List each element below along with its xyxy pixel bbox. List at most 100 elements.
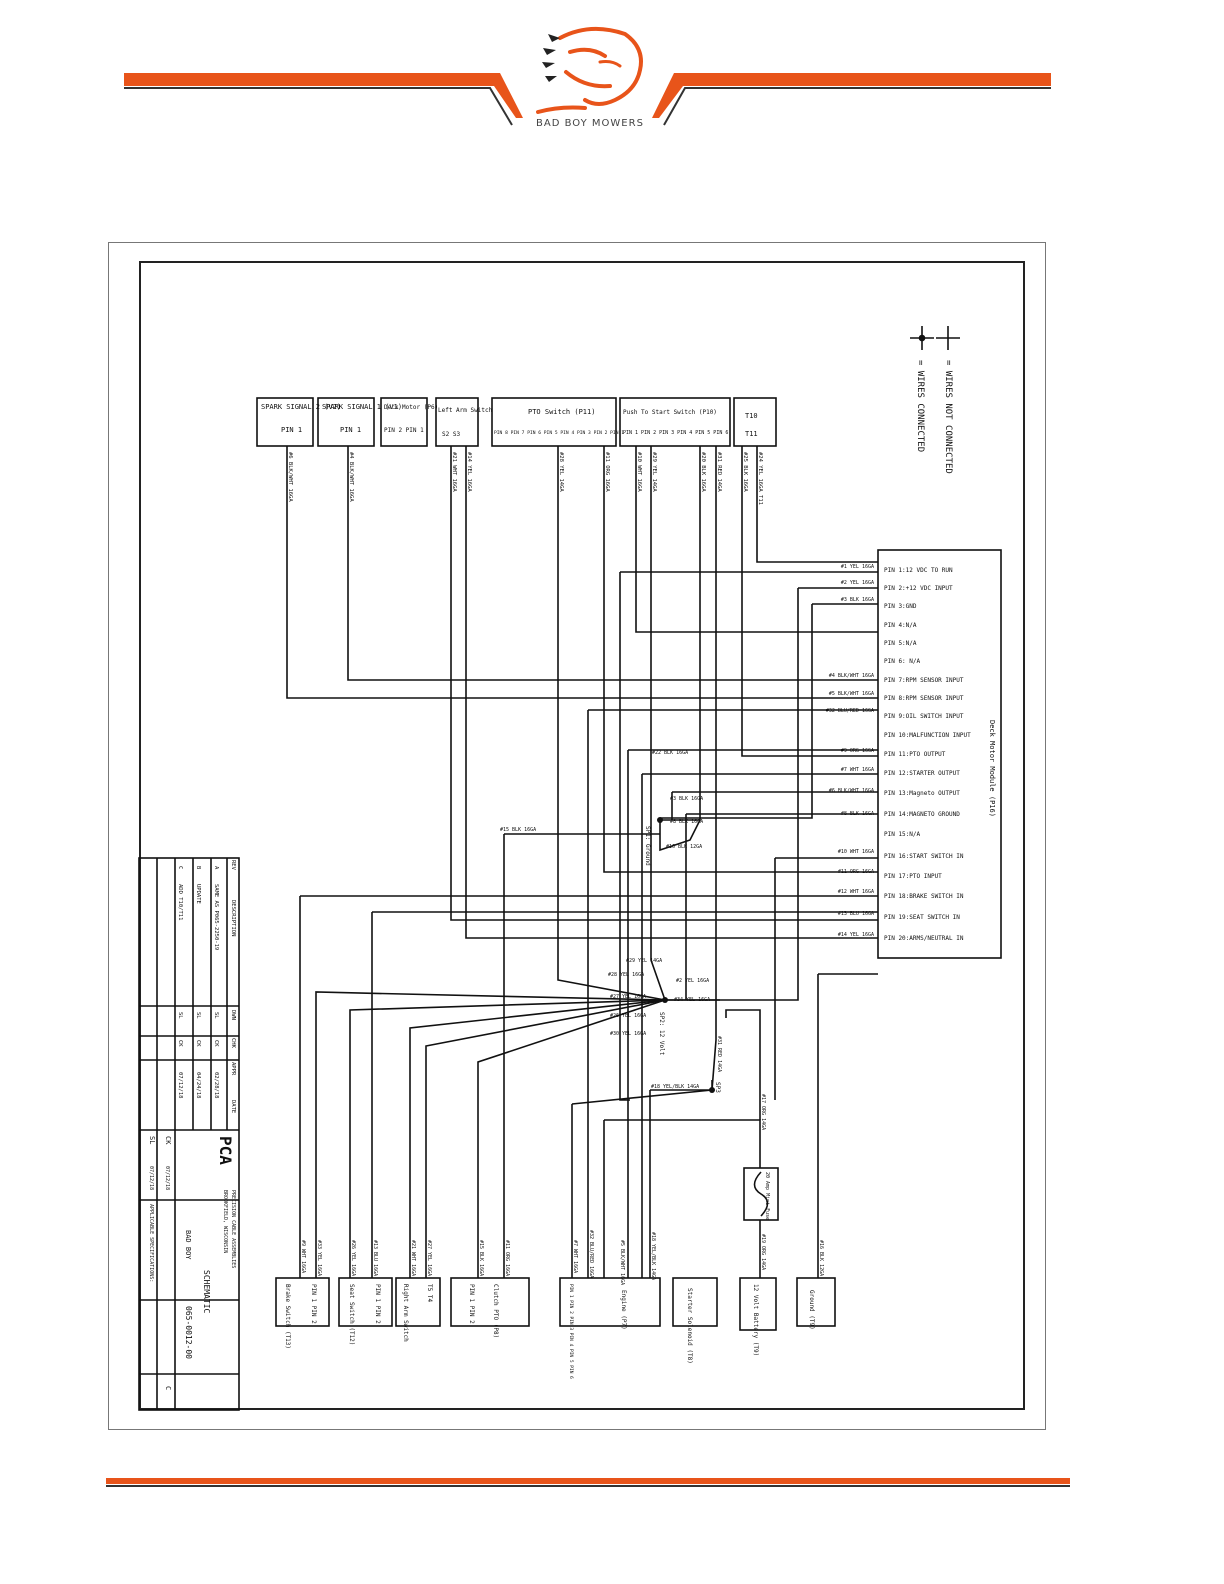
connector-battery <box>739 1277 777 1331</box>
wire-label: #16 BLK 12GA <box>818 1240 824 1276</box>
wire-label: #3 BLK 16GA <box>670 796 703 802</box>
connector-v2-pins: PIN 1 <box>281 426 302 434</box>
module-pin-list: PIN 1:12 VDC TO RUN PIN 2:+12 VDC INPUT … <box>884 567 971 942</box>
wire-label: #16 BLK 12GA <box>666 844 702 850</box>
rev-cell: A <box>213 866 219 870</box>
wire-label: #8 BLK 16GA <box>841 811 874 817</box>
wire-label: #20 BLK 16GA <box>700 452 706 492</box>
connector-right-arm-pins: T5 T4 <box>426 1284 433 1302</box>
module-title: Deck Motor Module (P16) <box>988 720 996 817</box>
connector-p10-pins: PIN 1 PIN 2 PIN 3 PIN 4 PIN 5 PIN 6 <box>623 430 728 436</box>
bottom-wire-labels: #9 WHT 16GA #33 YEL 16GA #26 YEL 16GA #1… <box>300 1230 824 1285</box>
wire-label: #21 WHT 16GA <box>451 452 457 492</box>
rev-header: CHK <box>230 1038 236 1049</box>
rev-cell: 07/12/18 <box>177 1072 183 1099</box>
connector-left-arm <box>435 397 479 447</box>
wire-label: #2 YEL 16GA <box>676 978 709 984</box>
rev-cell: B <box>195 866 201 870</box>
wire-label: #29 YEL 14GA <box>626 958 662 964</box>
header-bar-right <box>652 73 1051 118</box>
rev-cell: C <box>177 866 183 869</box>
wire-label: #32 BLU/RED 16GA <box>588 1230 594 1278</box>
wire-label: #26 YEL 16GA <box>610 1013 646 1019</box>
connector-p7 <box>559 1277 661 1327</box>
rev-header: APPR <box>230 1062 236 1076</box>
connector-p8-title: Clutch PTO (P8) <box>492 1284 499 1338</box>
module-pin: PIN 18:BRAKE SWITCH IN <box>884 893 964 900</box>
module-pin: PIN 9:OIL SWITCH INPUT <box>884 713 964 720</box>
applicable-specifications: APPLICABLE SPECIFICATIONS: <box>148 1204 154 1282</box>
module-pin: PIN 5:N/A <box>884 640 917 647</box>
connector-t12 <box>338 1277 393 1327</box>
wire-label: #15 BLK 16GA <box>478 1240 484 1276</box>
rev-cell: 04/24/18 <box>195 1072 201 1099</box>
connector-p11 <box>491 397 617 447</box>
connector-t13-title: Brake Switch (T13) <box>284 1284 291 1349</box>
rev-cell: SL <box>195 1012 201 1019</box>
wire-label: #10 WHT 16GA <box>636 452 642 492</box>
module-pin: PIN 2:+12 VDC INPUT <box>884 585 953 592</box>
title-block-frame <box>138 857 240 1411</box>
wire-label: #17 ORG 14GA <box>760 1094 766 1130</box>
rev-header: DATE <box>230 1100 236 1113</box>
module-pin: PIN 17:PTO INPUT <box>884 873 942 880</box>
module-pin: PIN 12:STARTER OUTPUT <box>884 770 960 777</box>
wire-label: #26 YEL 16GA <box>350 1240 356 1276</box>
brand-name: BAD BOY MOWERS <box>536 118 644 129</box>
wire-label: #33 YEL 16GA <box>316 1240 322 1276</box>
wire-label: #25 BLK 16GA <box>742 452 748 492</box>
wire-label: #3 BLK 16GA <box>841 597 874 603</box>
revision-table: REV DESCRIPTION DWN CHK APPR DATE A SAME… <box>177 860 236 1113</box>
wire-label: #12 WHT 16GA <box>838 889 874 895</box>
module-pin: PIN 14:MAGNETO GROUND <box>884 811 960 818</box>
wire-label: #27 YEL 16GA <box>610 994 646 1000</box>
connector-ground <box>796 1277 836 1327</box>
header-bar-left <box>124 73 523 118</box>
rev-cell: SAME AS P065-2250-19 <box>213 884 219 950</box>
connector-p11-title: PTO Switch (P11) <box>528 408 595 416</box>
wire-label: #21 WHT 16GA <box>410 1240 416 1276</box>
legend-not-connected-label: = WIRES NOT CONNECTED <box>943 360 953 474</box>
module-pin: PIN 1:12 VDC TO RUN <box>884 567 953 574</box>
module-pin: PIN 6: N/A <box>884 658 921 665</box>
wire-label: #7 WHT 16GA <box>841 767 874 773</box>
customer-name: BAD BOY <box>184 1230 192 1260</box>
module-wire-labels: #1 YEL 16GA #2 YEL 16GA #3 BLK 16GA #4 B… <box>826 564 874 938</box>
connector-p6-pins: PIN 2 PIN 1 <box>384 427 424 434</box>
part-number: 065-0012-00 <box>184 1306 193 1359</box>
wire-label: #34 YEL 16GA <box>674 997 710 1003</box>
drawing-title: SCHEMATIC <box>202 1270 211 1314</box>
fuse-label: 20 Amp Mini Fuse <box>764 1172 770 1220</box>
wire-label: #31 RED 14GA <box>716 452 722 492</box>
connector-t12-title: Seat Switch (T12) <box>348 1284 355 1345</box>
splice-sp3-label: SP3 <box>714 1082 721 1093</box>
wire-label: #9 WHT 16GA <box>300 1240 306 1273</box>
wire-label: #27 YEL 16GA <box>426 1240 432 1276</box>
page-header: BAD BOY MOWERS <box>0 0 1224 140</box>
wire-label: #6 BLK/WHT 16GA <box>287 452 293 502</box>
module-pin: PIN 3:GND <box>884 603 917 610</box>
wire-label: #28 YEL 16GA <box>608 972 644 978</box>
wire-label: #14 YEL 16GA <box>466 452 472 492</box>
connector-v2-title: SPARK SIGNAL 2 (V2) <box>261 403 341 411</box>
wire-label: #1 YEL 16GA <box>841 564 874 570</box>
rev-cell: ADD T10/T11 <box>177 884 183 920</box>
wire-label: #5 BLK/WHT 16GA <box>619 1240 625 1285</box>
company-full-name: PRECISION CABLE ASSEMBLIES <box>230 1190 236 1268</box>
connector-p7-pins: PIN 1 PIN 2 PIN 3 PIN 4 PIN 5 PIN 6 <box>568 1284 574 1379</box>
wire-label: #6 BLK/WHT 16GA <box>829 788 874 794</box>
wire-label: #30 YEL 16GA <box>610 1031 646 1037</box>
splice-12v-label: SP2: 12 Volt <box>658 1012 665 1056</box>
wire-label: #19 ORG 14GA <box>760 1234 766 1270</box>
drawn-date: 07/12/18 <box>148 1166 154 1190</box>
connector-p7-title: Engine (P7) <box>620 1290 627 1330</box>
legend-connected-symbol <box>910 326 934 350</box>
connector-p10 <box>619 397 731 447</box>
connector-t10-title: T10 <box>745 412 758 420</box>
connector-right-arm <box>395 1277 441 1327</box>
company-location: BROOKFIELD, WISCONSIN <box>222 1190 228 1253</box>
connector-ground-title: Ground (T9) <box>808 1290 815 1330</box>
module-pin: PIN 11:PTO OUTPUT <box>884 751 946 758</box>
wire-label: #10 WHT 16GA <box>838 849 874 855</box>
connector-t13-pins: PIN 1 PIN 2 <box>310 1284 317 1324</box>
